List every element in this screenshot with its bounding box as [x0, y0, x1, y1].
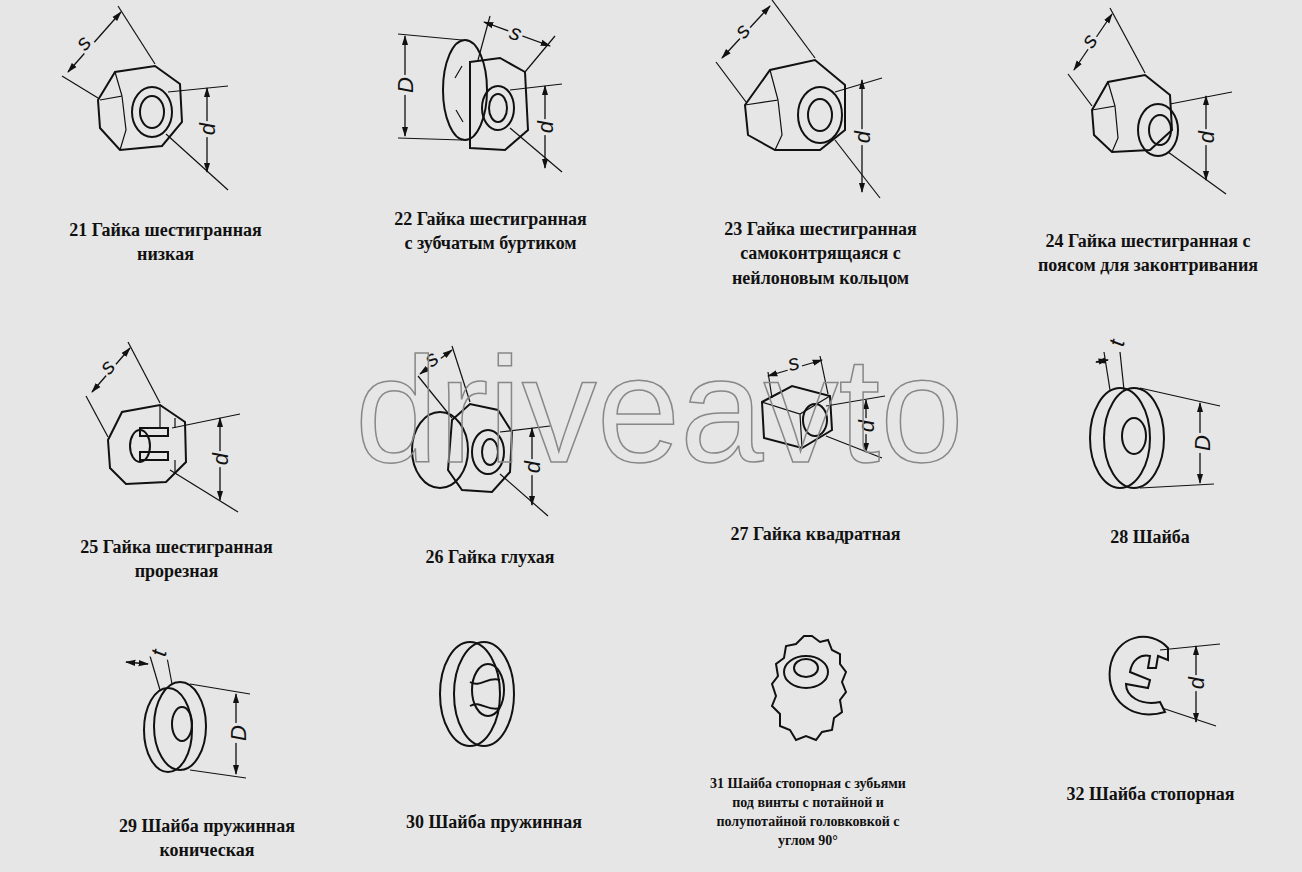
dimension-letter: d: [1196, 129, 1218, 145]
dimension-letter: d: [1186, 675, 1208, 691]
conical-spring-washer: [126, 652, 250, 778]
watermark: driveavto: [355, 335, 964, 485]
part-caption: 29 Шайба пружинная коническая: [115, 814, 299, 863]
collar-locking-nut: [1068, 8, 1232, 194]
spring-washer: [440, 642, 514, 746]
part-caption: 28 Шайба: [1106, 525, 1194, 549]
dimension-letter: s: [94, 354, 120, 380]
flanged-hex-nut: [398, 16, 562, 172]
part-caption: 30 Шайба пружинная: [402, 810, 586, 834]
dimension-letter: D: [228, 723, 250, 743]
e-ring-lock-washer: [1110, 637, 1220, 726]
dimension-letter: d: [210, 451, 232, 467]
dimension-letter: d: [535, 119, 557, 135]
part-caption: 27 Гайка квадратная: [726, 522, 905, 546]
part-caption: 32 Шайба стопорная: [1062, 782, 1239, 806]
dimension-letter: s: [729, 18, 755, 44]
dimension-letter: s: [505, 20, 527, 46]
part-caption: 25 Гайка шестигранная прорезная: [76, 535, 277, 584]
part-caption: 31 Шайба стопорная с зубьями под винты с…: [706, 775, 910, 851]
flat-washer: [1090, 352, 1220, 488]
dimension-letter: d: [852, 129, 874, 145]
part-caption: 23 Гайка шестигранная самоконтрящаяся с …: [720, 217, 921, 290]
dimension-letter: t: [1105, 336, 1128, 350]
part-caption: 26 Гайка глухая: [421, 545, 559, 569]
dimension-letter: s: [70, 30, 96, 56]
low-hex-nut: [62, 6, 228, 190]
dimension-letter: D: [1192, 433, 1214, 453]
part-caption: 24 Гайка шестигранная с поясом для закон…: [1034, 229, 1262, 278]
dimension-letter: d: [197, 121, 219, 137]
part-caption: 21 Гайка шестигранная низкая: [65, 218, 266, 267]
dimension-letter: D: [395, 75, 417, 95]
castle-nut: [86, 342, 240, 512]
part-caption: 22 Гайка шестигранная с зубчатым буртико…: [390, 207, 591, 256]
toothed-lock-washer: [772, 636, 846, 740]
nylon-insert-nut: [716, 0, 882, 198]
